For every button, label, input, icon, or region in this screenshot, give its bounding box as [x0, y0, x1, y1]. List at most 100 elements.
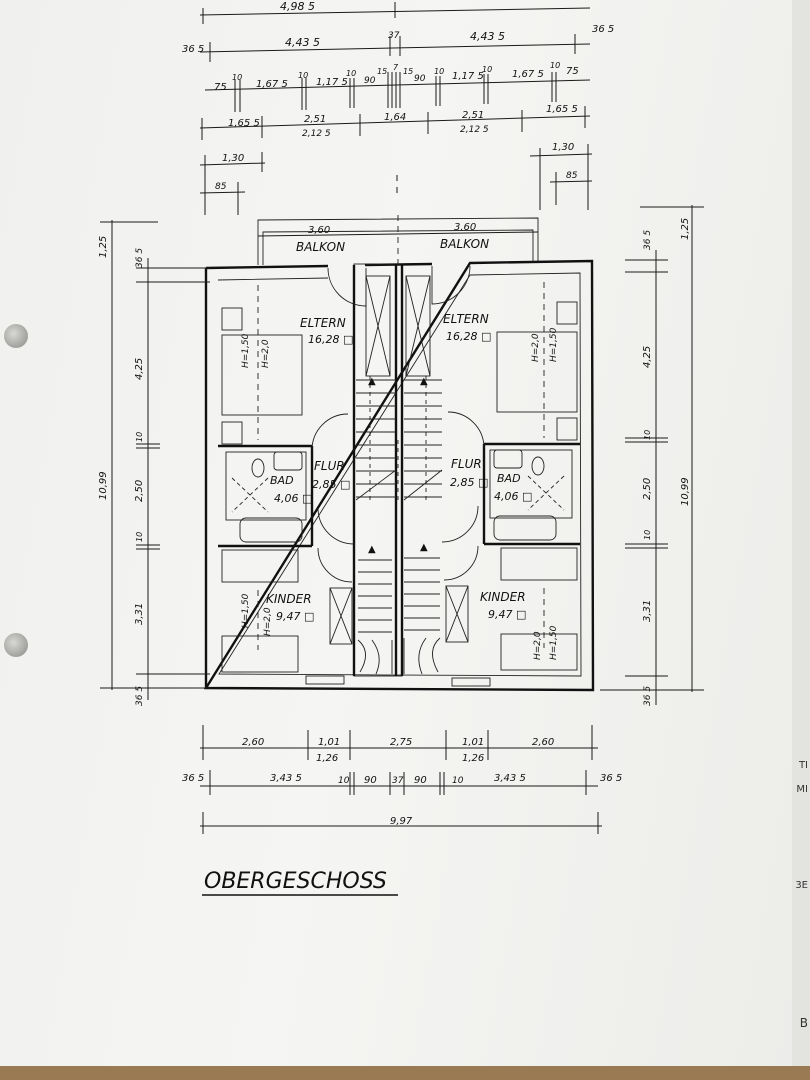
side-fragment-1: TI [798, 760, 808, 771]
stair-arrow-right: ▲ [420, 376, 428, 387]
balcony-left-label: BALKON [296, 240, 345, 254]
kinder-right-name: KINDER [480, 590, 526, 604]
dim-row3-11: 10 [434, 67, 444, 76]
bottom-row1-2: 2,75 [390, 737, 412, 748]
eltern-left-h2: H=2,0 [261, 339, 271, 368]
bottom-row2-7: 3,43 5 [494, 773, 526, 784]
dim-row6-0: 85 [215, 182, 227, 192]
bottom-row1b-0: 1,26 [316, 753, 338, 764]
flur-right-name: FLUR [451, 457, 482, 471]
left-dim-g: 36 5 [135, 686, 145, 706]
left-dim-c: 10 [135, 432, 144, 442]
dim-row3-6: 90 [364, 76, 376, 86]
side-fragment-4: B [799, 1016, 808, 1030]
bad-left-area: 4,06 □ [274, 492, 312, 505]
left-dim-b: 4,25 [134, 358, 145, 380]
balcony-right-dim: 3,60 [454, 222, 476, 233]
dim-row5-0: 1,30 [222, 153, 244, 164]
bottom-row2-1: 3,43 5 [270, 773, 302, 784]
dim-row4-2: 2,12 5 [302, 129, 331, 139]
dim-top-overall: 4,98 5 [280, 0, 315, 13]
dim-row4-4: 2,51 [462, 110, 484, 121]
bad-left-name: BAD [270, 474, 294, 487]
side-fragment-2: MI [796, 784, 808, 795]
left-dim-f: 3,31 [134, 603, 145, 625]
bottom-row2-3: 90 [364, 775, 377, 786]
top-dimension-chains: 4,98 5 36 5 4,43 5 37 4,43 5 36 5 75 10 … [182, 0, 614, 215]
dim-row4-5: 2,12 5 [460, 125, 489, 135]
punch-hole-top [4, 324, 28, 348]
bottom-row2-4: 37 [392, 776, 404, 786]
dim-row3-10: 90 [414, 74, 426, 84]
dim-row3-4: 1,17 5 [316, 77, 348, 88]
eltern-left-name: ELTERN [300, 316, 346, 330]
left-dim-top: 1,25 [98, 236, 109, 258]
kinder-left-h2: H=2,0 [263, 607, 273, 636]
right-dimension-chains: 1,25 36 5 4,25 10 2,50 10 3,31 10,99 36 … [600, 205, 704, 706]
bottom-row1-3: 1,01 [462, 737, 484, 748]
eltern-left-area: 16,28 □ [308, 333, 353, 346]
bad-right-area: 4,06 □ [494, 490, 532, 503]
dim-row4-6: 1,65 5 [546, 104, 578, 115]
dim-row3-3: 10 [298, 71, 308, 80]
balcony: 3,60 3,60 BALKON BALKON [257, 215, 539, 268]
bottom-row2-6: 10 [452, 776, 464, 786]
left-dimension-chains: 1,25 36 5 4,25 10 2,50 10 3,31 10,99 36 … [98, 220, 210, 706]
table-surface [0, 1066, 810, 1080]
right-dim-d: 2,50 [642, 478, 653, 500]
kinder-right-area: 9,47 □ [488, 608, 526, 621]
flur-left-area: 2,85 □ [312, 478, 350, 491]
balcony-right-label: BALKON [440, 237, 489, 251]
dim-row3-13: 10 [482, 65, 492, 74]
dim-row3-14: 1,67 5 [512, 69, 544, 80]
stair-arrow-right-2: ▲ [420, 542, 428, 553]
side-fragment-3: 3E [795, 880, 808, 891]
dim-row3-16: 75 [566, 66, 579, 77]
bottom-row2-2: 10 [338, 776, 350, 786]
stair-arrow-left-2: ▲ [368, 544, 376, 555]
dim-row3-12: 1,17 5 [452, 71, 484, 82]
dim-row3-7: 15 [377, 67, 387, 76]
kinder-right-h1: H=2,0 [533, 631, 543, 660]
kinder-left-h1: H=1,50 [241, 593, 251, 628]
right-dim-c: 10 [643, 430, 652, 440]
dim-row3-8: 7 [393, 63, 399, 72]
left-dim-overall: 10,99 [98, 471, 109, 500]
eltern-right-name: ELTERN [443, 312, 489, 326]
dim-row3-9: 15 [403, 67, 413, 76]
bottom-row1b-1: 1,26 [462, 753, 484, 764]
right-dim-e: 10 [643, 530, 652, 540]
bottom-overall: 9,97 [390, 816, 413, 827]
dim-row6-1: 85 [566, 171, 578, 181]
drawing-title-block: OBERGESCHOSS [202, 869, 398, 896]
bed-left-eltern [221, 334, 303, 416]
right-dim-g: 36 5 [643, 686, 653, 706]
right-unit: H=2,0 H=1,50 ELTERN 16,28 □ ▲ BAD 4,06 □… [403, 265, 580, 687]
bed-right-eltern [496, 331, 578, 413]
dim-row2-1: 4,43 5 [285, 36, 320, 49]
kinder-right-h2: H=1,50 [549, 625, 559, 660]
right-dim-f: 3,31 [642, 600, 653, 622]
eltern-right-area: 16,28 □ [446, 330, 491, 343]
bottom-row2-5: 90 [414, 775, 427, 786]
bottom-row1-1: 1,01 [318, 737, 340, 748]
eltern-right-h2: H=1,50 [549, 327, 559, 362]
balcony-left-dim: 3,60 [308, 225, 330, 236]
dim-row4-1: 2,51 [304, 114, 326, 125]
stair-arrow-left: ▲ [368, 376, 376, 387]
bottom-dimension-chains: 2,60 1,01 2,75 1,01 2,60 1,26 1,26 36 5 … [182, 725, 622, 834]
right-dim-b: 4,25 [642, 346, 653, 368]
right-dim-overall: 10,99 [680, 477, 691, 506]
bottom-row2-8: 36 5 [600, 773, 622, 784]
left-dim-d: 2,50 [134, 480, 145, 502]
drawing-title: OBERGESCHOSS [204, 869, 387, 894]
bad-right-name: BAD [497, 472, 521, 485]
flur-left-name: FLUR [314, 459, 345, 473]
eltern-left-h1: H=1,50 [241, 333, 251, 368]
right-dim-top: 1,25 [680, 218, 691, 240]
kinder-left-name: KINDER [266, 592, 312, 606]
dim-row2-0: 36 5 [182, 44, 204, 55]
kinder-left-area: 9,47 □ [276, 610, 314, 623]
